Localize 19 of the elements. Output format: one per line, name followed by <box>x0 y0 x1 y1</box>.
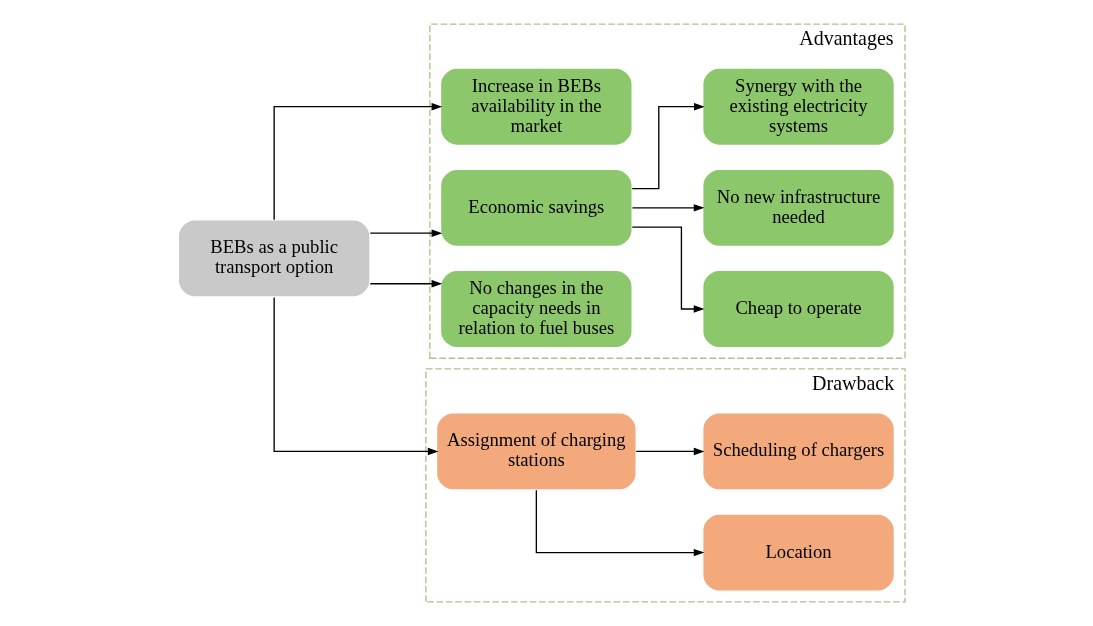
arrow <box>631 102 705 190</box>
node-box: No changes in the capacity needs in relation to fuel buses <box>439 269 633 349</box>
arrow <box>635 447 704 456</box>
node-box: Cheap to operate <box>701 269 895 349</box>
node-box: Scheduling of chargers <box>701 412 895 491</box>
arrow <box>535 489 704 557</box>
arrow <box>631 226 704 313</box>
node-box: Synergy with the existing electricity systems <box>701 67 895 146</box>
arrow <box>273 296 438 456</box>
node-box: BEBs as a public transport option <box>177 219 371 298</box>
arrow <box>369 280 442 288</box>
node-box: No new infrastructure needed <box>701 168 895 248</box>
node-box: Assignment of charging stations <box>435 412 637 491</box>
node-box: Location <box>701 513 895 592</box>
node-box: Economic savings <box>439 168 633 248</box>
arrow <box>631 204 704 212</box>
node-box: Increase in BEBs availability in the market <box>439 67 633 146</box>
arrow <box>369 229 442 237</box>
arrow <box>273 102 442 221</box>
